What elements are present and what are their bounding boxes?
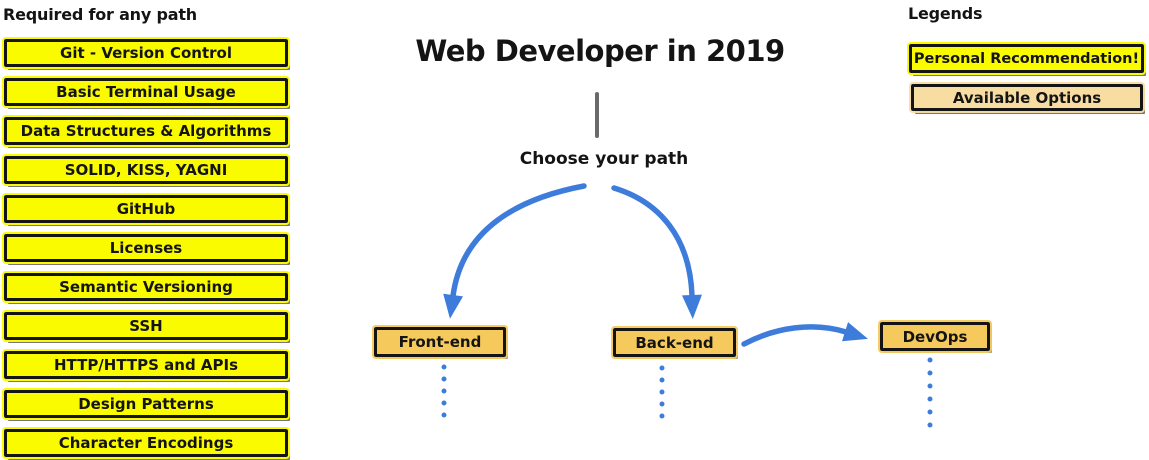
legend-personal-recommendation: Personal Recommendation!	[907, 42, 1146, 75]
required-item-data-structures-algorithms: Data Structures & Algorithms	[2, 115, 290, 147]
node-devops: DevOps	[878, 320, 992, 353]
required-item-http-https-apis: HTTP/HTTPS and APIs	[2, 349, 290, 381]
legend-available-options: Available Options	[909, 82, 1145, 113]
node-front-end: Front-end	[372, 325, 508, 359]
required-item-licenses: Licenses	[2, 232, 290, 264]
page-title: Web Developer in 2019	[415, 34, 785, 68]
arrow-to-front-end	[443, 183, 587, 319]
required-item-solid-kiss-yagni: SOLID, KISS, YAGNI	[2, 154, 290, 186]
required-item-design-patterns: Design Patterns	[2, 388, 290, 420]
arrow-back-end-to-devops	[741, 322, 868, 347]
required-list: Git - Version Control Basic Terminal Usa…	[2, 37, 290, 459]
node-back-end: Back-end	[611, 326, 738, 359]
required-item-git-version-control: Git - Version Control	[2, 37, 290, 69]
legend-section-title: Legends	[908, 4, 983, 23]
arrow-to-back-end	[611, 185, 702, 319]
required-section-title: Required for any path	[3, 5, 197, 24]
choose-your-path-label: Choose your path	[519, 149, 689, 169]
required-item-character-encodings: Character Encodings	[2, 427, 290, 459]
stem-line	[595, 92, 599, 138]
required-item-semantic-versioning: Semantic Versioning	[2, 271, 290, 303]
required-item-ssh: SSH	[2, 310, 290, 342]
required-item-basic-terminal-usage: Basic Terminal Usage	[2, 76, 290, 108]
required-item-github: GitHub	[2, 193, 290, 225]
